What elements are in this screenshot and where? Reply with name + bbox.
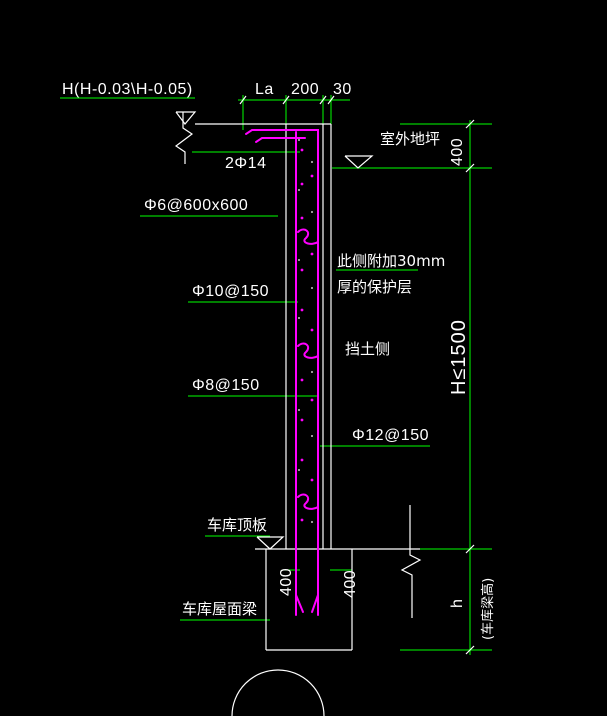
label-top-elevation: H(H-0.03\H-0.05) (62, 81, 193, 98)
rebar-dot (300, 378, 304, 382)
bottom-circle-arc (231, 669, 325, 716)
dim-slash (327, 95, 335, 105)
label-dim-200: 200 (291, 81, 319, 98)
hatch-dot (298, 139, 300, 141)
rebar-top-hook-inner (255, 137, 306, 143)
label-outdoor-ground: 室外地坪 (380, 130, 440, 148)
dim-slash (465, 645, 475, 655)
rebar-dot (300, 458, 304, 462)
structure-outline (174, 111, 422, 716)
hatch-dot (311, 371, 313, 373)
hatch-dot (298, 317, 300, 319)
rebar-bottom-hook-right (311, 594, 319, 613)
hatch-dot (298, 409, 300, 411)
dim-slash (465, 119, 475, 129)
hatch-dot (298, 469, 300, 471)
label-garage-roof-beam: 车库屋面梁 (182, 600, 257, 618)
hatch-dot (311, 161, 313, 163)
label-bar-phi6: Φ6@600x600 (144, 197, 248, 214)
dim-slash (465, 544, 475, 554)
rebar-dot (300, 216, 304, 220)
label-dim-la: La (255, 81, 274, 98)
slab-break-line-right (400, 505, 422, 618)
rebar-dot (300, 182, 304, 186)
dim-slash (465, 163, 475, 173)
hatch-dot (298, 189, 300, 191)
rebar-tie-hook (297, 493, 319, 510)
hatch-dot (311, 211, 313, 213)
rebar-dot (310, 174, 314, 178)
rebar-dot (300, 268, 304, 272)
slab-break-line-top (174, 112, 194, 164)
label-bar-phi8: Φ8@150 (192, 377, 260, 394)
rebar-tie-hook (297, 342, 319, 359)
label-dim-400-right: 400 (342, 570, 359, 598)
label-dim-30: 30 (333, 81, 352, 98)
label-height-limit: H≤1500 (448, 319, 470, 395)
rebar (245, 129, 319, 616)
rebar-dot (300, 518, 304, 522)
elevation-marker-slab (256, 536, 285, 550)
hatch-dot (298, 259, 300, 261)
dimension-ticks (239, 95, 475, 655)
rebar-dot (310, 328, 314, 332)
label-cover-note-line1: 此侧附加30mm (337, 252, 445, 270)
label-cover-note-line2: 厚的保护层 (337, 278, 412, 296)
rebar-dot (310, 478, 314, 482)
dim-slash (319, 95, 327, 105)
rebar-tie-hook (297, 228, 319, 245)
label-garage-roof-slab: 车库顶板 (207, 516, 267, 534)
hatch-dot (311, 287, 313, 289)
rebar-dot (300, 148, 304, 152)
label-beam-height-note: (车库梁高) (480, 578, 496, 640)
rebar-dot (310, 252, 314, 256)
label-bar-2phi14: 2Φ14 (225, 155, 266, 172)
rebar-bottom-hook-left (295, 594, 304, 613)
elevation-marker-top (175, 111, 197, 125)
label-dim-h: h (449, 599, 466, 608)
elevation-marker-ground (344, 155, 374, 169)
label-dim-400-top: 400 (449, 138, 466, 166)
hatch-dot (311, 521, 313, 523)
hatch-dot (311, 435, 313, 437)
rebar-dots (300, 148, 314, 522)
label-dim-400-left: 400 (278, 568, 295, 596)
label-bar-phi10: Φ10@150 (192, 283, 269, 300)
rebar-dot (310, 398, 314, 402)
rebar-dot (300, 308, 304, 312)
label-soil-side: 挡土侧 (345, 340, 390, 358)
label-bar-phi12: Φ12@150 (352, 427, 429, 444)
dim-slash (282, 95, 290, 105)
concrete-hatch (298, 139, 313, 523)
leader-lines (60, 95, 492, 655)
rebar-dot (300, 418, 304, 422)
dim-slash (239, 95, 247, 105)
